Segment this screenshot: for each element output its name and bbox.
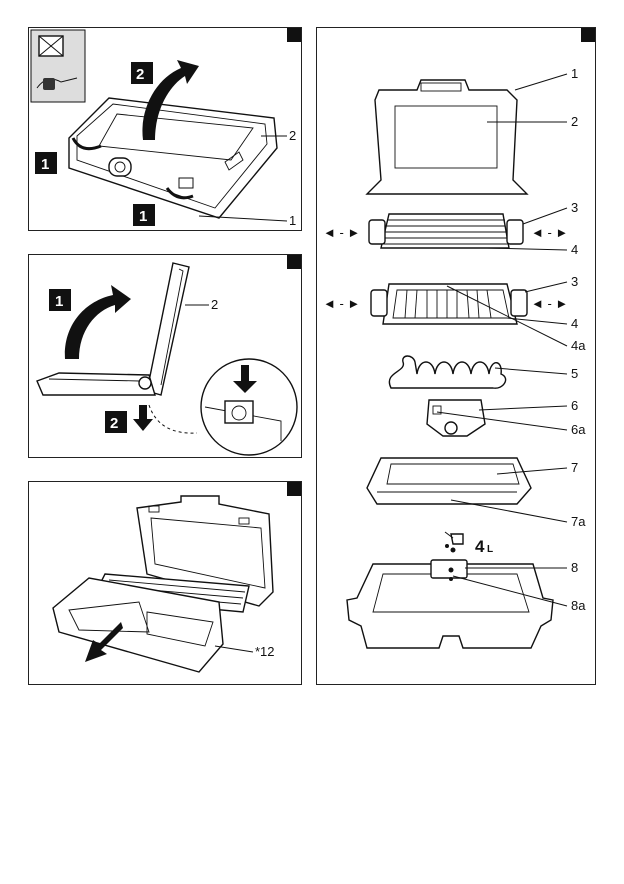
drawer-illustration: *12: [29, 482, 303, 686]
ribbed-grill-grate: [371, 284, 527, 324]
panel-drawer: *12: [28, 481, 302, 685]
panel-exploded-view: 1 2 ◄ - ► ◄ - ► 3 4: [316, 27, 596, 685]
closed-grill: [69, 98, 277, 218]
step-badge: 2: [110, 415, 118, 432]
arrow-icon: ◄ - ►: [531, 225, 568, 240]
arrow-icon: ◄ - ►: [531, 296, 568, 311]
step-badge: 1: [41, 156, 49, 173]
part-label: 4: [571, 316, 578, 331]
step-badge: 1: [55, 293, 63, 310]
part-label: 3: [571, 200, 578, 215]
part-label: 4: [571, 242, 578, 257]
water-unit: L: [487, 544, 493, 555]
part-label: 2: [211, 297, 218, 312]
part-label: 2: [571, 114, 578, 129]
open-lid-illustration: 2 1 1 2 1: [29, 28, 303, 232]
part-label: 2: [289, 128, 296, 143]
base-housing: [347, 560, 553, 648]
exploded-parts-illustration: 1 2 ◄ - ► ◄ - ► 3 4: [317, 28, 597, 686]
part-label: 4a: [571, 338, 586, 353]
part-label: 8a: [571, 598, 586, 613]
part-label: 1: [289, 213, 296, 228]
watering-can-icon: [445, 532, 463, 544]
part-label: *12: [255, 644, 275, 659]
flat-grill-grate: [369, 214, 523, 248]
step-badge: 1: [139, 208, 147, 225]
drip-tray: [367, 458, 531, 504]
unplug-icon: [31, 30, 85, 102]
arrow-icon: [133, 405, 153, 431]
arrow-icon: ◄ - ►: [323, 225, 360, 240]
part-label: 5: [571, 366, 578, 381]
lid: [367, 80, 527, 194]
part-label: 1: [571, 66, 578, 81]
remove-lid-illustration: 1 2 2: [29, 255, 303, 459]
water-amount: 4: [475, 537, 485, 556]
arrow-icon: ◄ - ►: [323, 296, 360, 311]
droplets-icon: [445, 544, 456, 553]
step-badge: 2: [136, 66, 144, 83]
part-label: 7: [571, 460, 578, 475]
arrow-icon: [65, 285, 131, 359]
part-label: 6a: [571, 422, 586, 437]
panel-remove-lid: 1 2 2: [28, 254, 302, 458]
part-label: 8: [571, 560, 578, 575]
part-label: 7a: [571, 514, 586, 529]
control-unit: [427, 400, 485, 436]
part-label: 3: [571, 274, 578, 289]
panel-open-lid: 2 1 1 2 1: [28, 27, 302, 231]
heating-element: [389, 356, 505, 388]
part-label: 6: [571, 398, 578, 413]
